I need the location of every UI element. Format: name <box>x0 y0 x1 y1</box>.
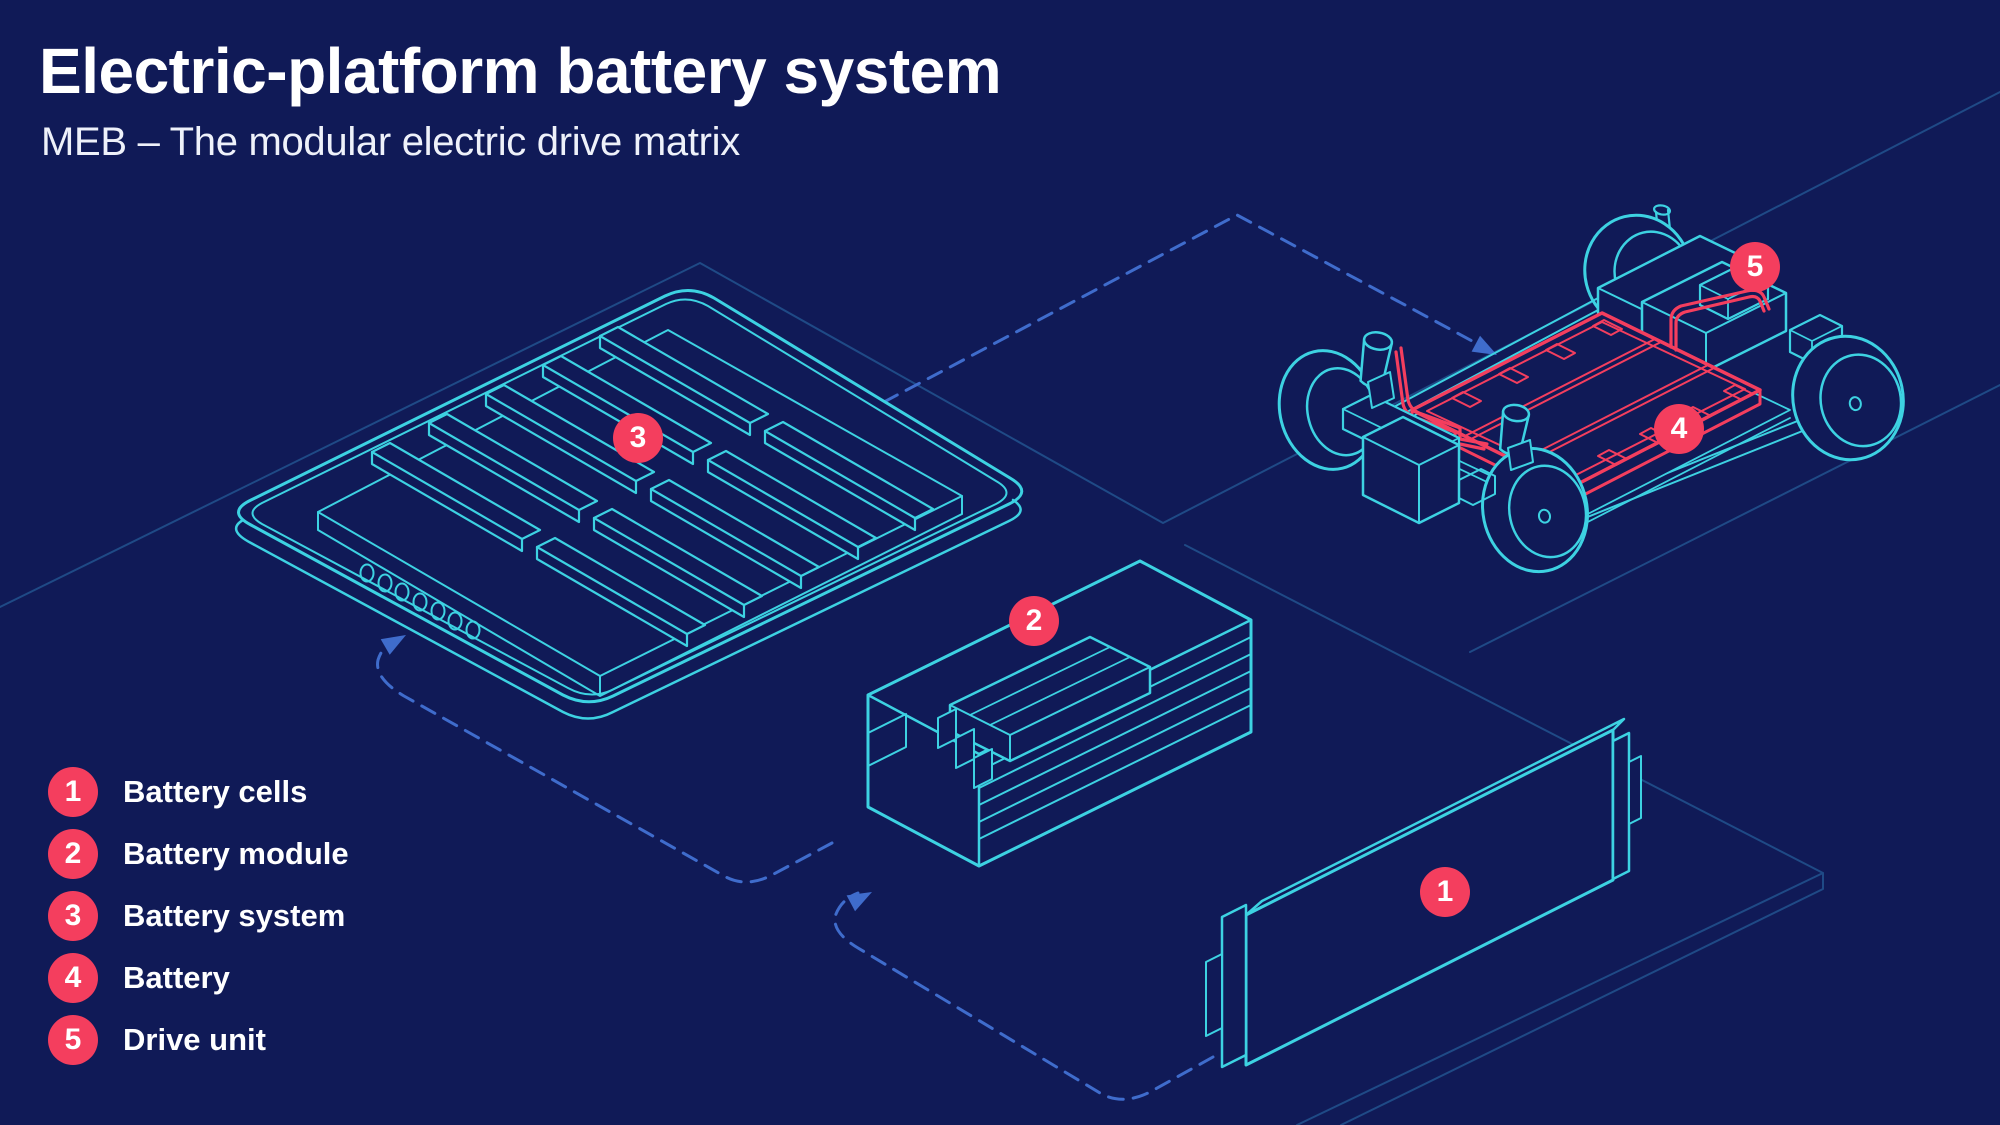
hv-cables <box>1394 288 1771 451</box>
module-cell-tabs <box>937 708 993 789</box>
legend-item-battery: 4 Battery <box>48 953 349 1003</box>
legend-label: Battery <box>123 960 230 995</box>
page-title: Electric-platform battery system <box>39 35 1002 107</box>
tray-connector-holes <box>359 563 481 640</box>
legend-badge-5: 5 <box>48 1015 98 1065</box>
marker-battery-cells: 1 <box>1420 867 1470 917</box>
marker-battery-system: 3 <box>613 413 663 463</box>
legend-label: Battery module <box>123 836 349 871</box>
chassis-drawing <box>1277 204 1905 574</box>
marker-battery: 4 <box>1654 404 1704 454</box>
wheel-rear-left <box>1277 349 1379 471</box>
legend-item-battery-cells: 1 Battery cells <box>48 767 349 817</box>
legend-item-battery-module: 2 Battery module <box>48 829 349 879</box>
legend-badge-4: 4 <box>48 953 98 1003</box>
wheel-front-right <box>1791 334 1905 462</box>
legend-label: Battery system <box>123 898 346 933</box>
arrow-module-to-tray <box>376 625 834 884</box>
marker-drive-unit: 5 <box>1730 242 1780 292</box>
flow-arrows <box>376 213 1503 1101</box>
arrow-cell-to-module <box>833 882 1215 1101</box>
legend-label: Battery cells <box>123 774 308 809</box>
battery-system-drawing <box>234 289 1024 720</box>
arrow-tray-to-chassis <box>882 213 1503 404</box>
legend-badge-1: 1 <box>48 767 98 817</box>
legend-label: Drive unit <box>123 1022 266 1057</box>
marker-battery-module: 2 <box>1009 596 1059 646</box>
battery-module-drawing <box>866 559 1253 868</box>
legend-badge-3: 3 <box>48 891 98 941</box>
legend-badge-2: 2 <box>48 829 98 879</box>
legend-item-drive-unit: 5 Drive unit <box>48 1015 349 1065</box>
legend: 1 Battery cells 2 Battery module 3 Batte… <box>48 767 349 1065</box>
page-subtitle: MEB – The modular electric drive matrix <box>41 120 740 164</box>
legend-item-battery-system: 3 Battery system <box>48 891 349 941</box>
